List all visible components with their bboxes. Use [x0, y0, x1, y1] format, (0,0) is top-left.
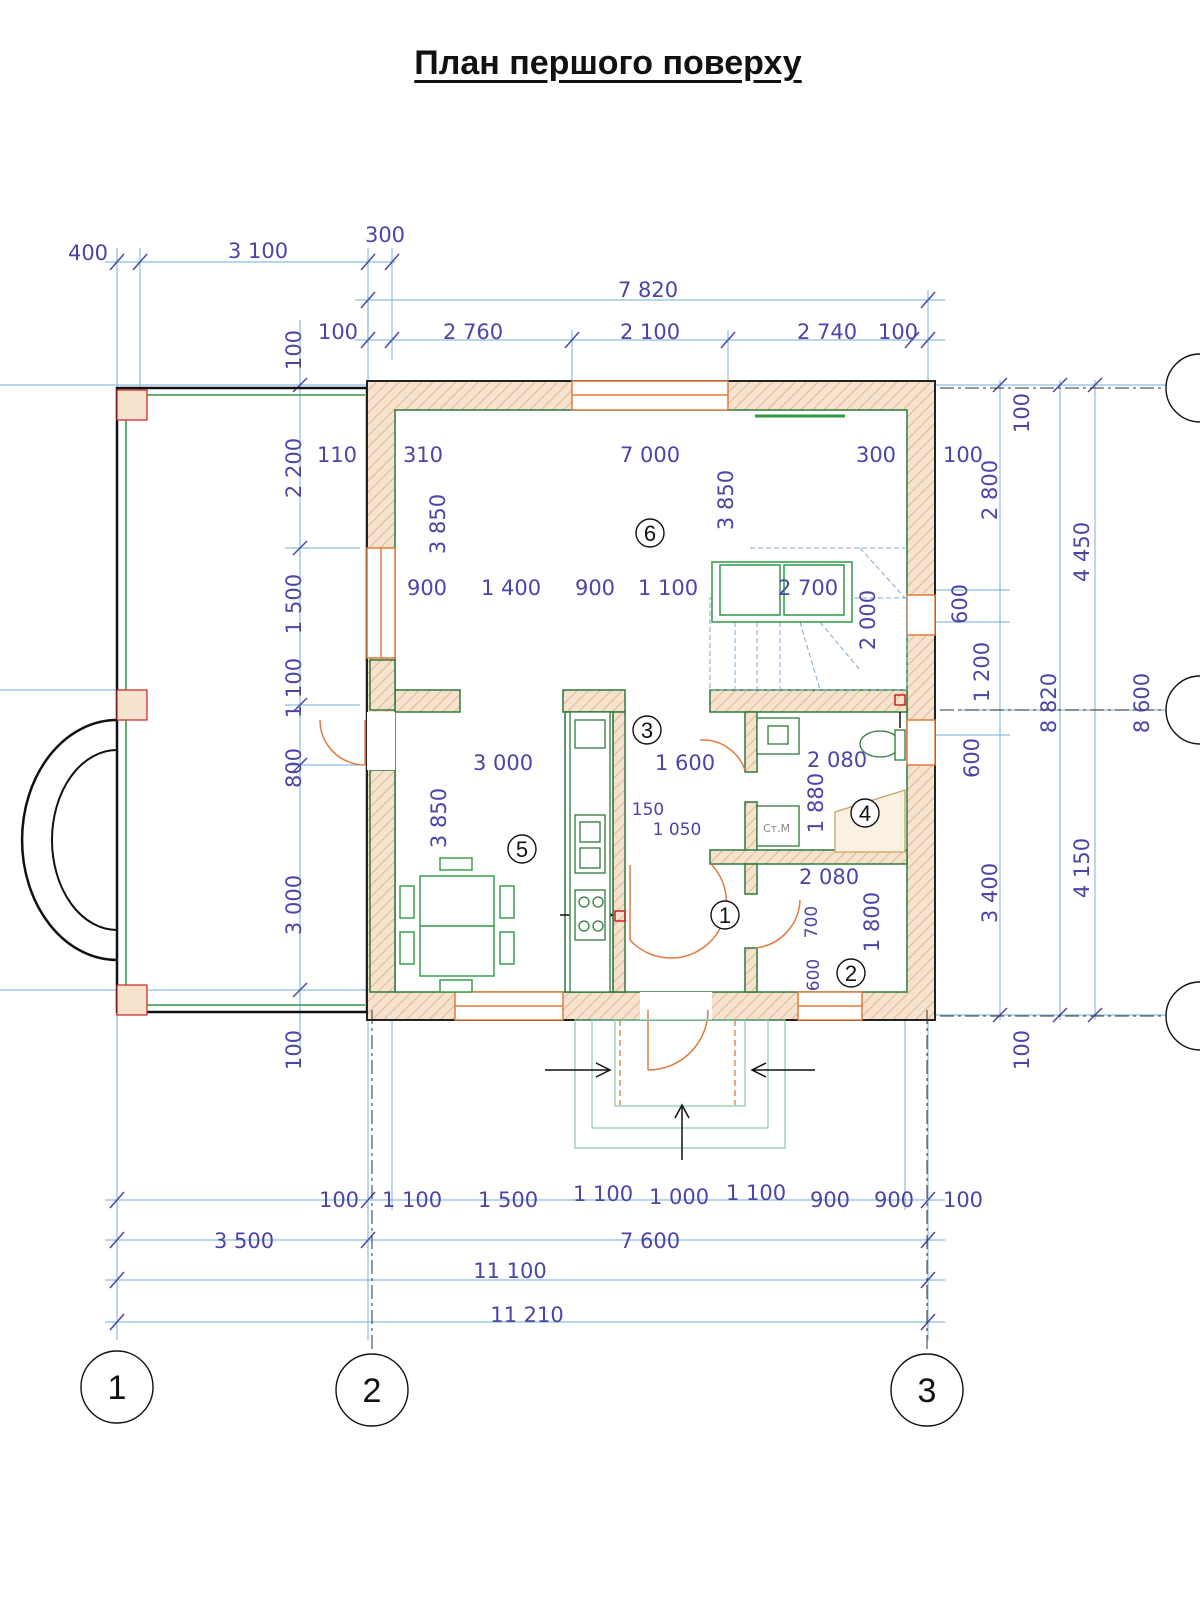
dim-v-1500: 1 500 — [282, 574, 306, 634]
dining-table — [399, 857, 515, 993]
dim-top-2760: 2 760 — [443, 320, 503, 344]
dim-b-7600: 7 600 — [620, 1229, 680, 1253]
dim-1400: 1 400 — [481, 576, 541, 600]
entrance-arrows — [545, 712, 901, 1160]
column-markers — [116, 389, 148, 1016]
dim-v-800: 800 — [282, 748, 306, 788]
top-dimensions: 400 3 100 300 7 820 100 2 760 2 100 2 74… — [68, 223, 918, 344]
dimension-ticks — [109, 253, 1103, 1331]
axis-label-1: 1 — [108, 1369, 127, 1407]
entrance-porch — [574, 1019, 786, 1149]
dim-v-2200: 2 200 — [282, 438, 306, 498]
dim-b-100b: 100 — [943, 1188, 983, 1212]
dim-top-100a: 100 — [318, 320, 358, 344]
room-label-6: 6 — [644, 521, 656, 546]
dim-r-8820: 8 820 — [1037, 673, 1061, 733]
room-label-5: 5 — [516, 837, 528, 862]
washing-machine-label: Ст.М — [763, 822, 790, 835]
dim-r-4450: 4 450 — [1070, 522, 1094, 582]
dim-top-2100: 2 100 — [620, 320, 680, 344]
axis-label-3: 3 — [918, 1372, 937, 1410]
room-label-1: 1 — [719, 903, 731, 928]
staircase — [709, 547, 908, 691]
dim-300: 300 — [856, 443, 896, 467]
dim-100c: 100 — [943, 443, 983, 467]
dim-top-400: 400 — [68, 241, 108, 265]
dim-1600: 1 600 — [655, 751, 715, 775]
dim-v-1800: 1 800 — [860, 892, 884, 952]
dim-r-600a: 600 — [948, 584, 972, 624]
dim-2080a: 2 080 — [807, 748, 867, 772]
room-label-2: 2 — [845, 961, 857, 986]
dim-r-3400: 3 400 — [978, 863, 1002, 923]
dim-2700: 2 700 — [778, 576, 838, 600]
dim-top-2740: 2 740 — [797, 320, 857, 344]
dim-top-7820: 7 820 — [618, 278, 678, 302]
dim-1050: 1 050 — [653, 820, 702, 840]
dim-v-2000: 2 000 — [856, 590, 880, 650]
kitchen-counter — [569, 711, 611, 993]
axis-label-2: 2 — [363, 1372, 382, 1410]
dim-v-3850a: 3 850 — [426, 494, 450, 554]
dim-b-1100c: 1 100 — [726, 1181, 786, 1205]
dim-310: 310 — [403, 443, 443, 467]
dim-b-900a: 900 — [810, 1188, 850, 1212]
dim-v-3000: 3 000 — [282, 875, 306, 935]
dim-v-100bot: 100 — [282, 1030, 306, 1070]
service-markers — [614, 694, 906, 922]
dim-b-1100b: 1 100 — [573, 1182, 633, 1206]
bottom-dimensions: 100 1 100 1 500 1 100 1 000 1 100 900 90… — [214, 1181, 983, 1327]
dim-v-3850b: 3 850 — [714, 470, 738, 530]
dim-v-1100: 1 100 — [282, 658, 306, 718]
page-title: План першого поверху — [414, 44, 802, 82]
dim-r-8600: 8 600 — [1130, 673, 1154, 733]
vertical-dimensions: 100 2 200 1 500 1 100 800 3 000 100 3 85… — [282, 330, 1154, 1070]
room-labels: 6 3 5 1 4 2 — [507, 518, 880, 988]
dim-b-3500: 3 500 — [214, 1229, 274, 1253]
dim-b-1100a: 1 100 — [382, 1188, 442, 1212]
terrace — [20, 386, 369, 1014]
dim-b-11100: 11 100 — [473, 1259, 546, 1283]
dim-900a: 900 — [407, 576, 447, 600]
dim-top-100b: 100 — [878, 320, 918, 344]
dim-r-100bot: 100 — [1010, 1030, 1034, 1070]
dim-b-900b: 900 — [874, 1188, 914, 1212]
dim-150: 150 — [632, 800, 664, 820]
dim-v-1880: 1 880 — [804, 773, 828, 833]
dim-r-2800: 2 800 — [978, 460, 1002, 520]
windows — [366, 380, 936, 1021]
dim-b-100a: 100 — [319, 1188, 359, 1212]
dim-r-1200: 1 200 — [970, 642, 994, 702]
dim-top-300: 300 — [365, 223, 405, 247]
dim-r-600b: 600 — [960, 738, 984, 778]
dim-r-4150: 4 150 — [1070, 838, 1094, 898]
dim-7000: 7 000 — [620, 443, 680, 467]
room-label-4: 4 — [859, 801, 871, 826]
dim-v-700: 700 — [802, 906, 822, 938]
dim-r-100: 100 — [1010, 393, 1034, 433]
dim-top-3100: 3 100 — [228, 239, 288, 263]
dim-2080b: 2 080 — [799, 865, 859, 889]
dim-110: 110 — [317, 443, 357, 467]
room-label-3: 3 — [641, 718, 653, 743]
inner-dimensions: 110 310 7 000 300 100 900 1 400 900 1 10… — [317, 443, 983, 889]
dim-1100: 1 100 — [638, 576, 698, 600]
dim-3000: 3 000 — [473, 751, 533, 775]
dim-b-1500: 1 500 — [478, 1188, 538, 1212]
dim-v-600small: 600 — [804, 959, 824, 991]
dim-b-1000: 1 000 — [649, 1185, 709, 1209]
dim-900b: 900 — [575, 576, 615, 600]
dim-v-100top: 100 — [282, 330, 306, 370]
grid-axes: 1 2 3 — [80, 353, 1200, 1427]
dim-b-11210: 11 210 — [490, 1303, 563, 1327]
sofa — [711, 561, 853, 623]
dim-v-3850c: 3 850 — [427, 788, 451, 848]
